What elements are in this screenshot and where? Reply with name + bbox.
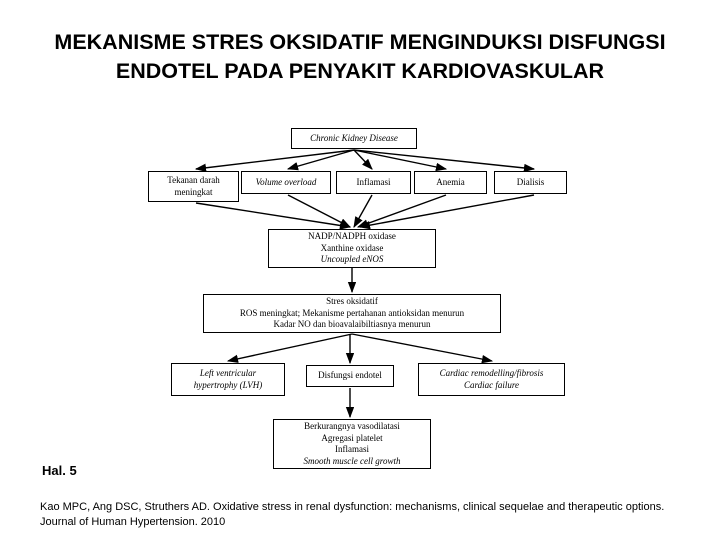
node-line: Anemia	[436, 176, 465, 187]
node-line: hypertrophy (LVH)	[193, 379, 263, 390]
node-line: NADP/NADPH oxidase	[308, 231, 396, 242]
node-dialisis[interactable]: Dialisis	[494, 171, 567, 194]
edge-stres-to-cardiac	[351, 333, 494, 364]
node-volume-overload[interactable]: Volume overload	[241, 171, 331, 194]
node-line: Smooth muscle cell growth	[303, 455, 401, 466]
edge-dialisis-to-oxidase	[358, 194, 535, 230]
node-line: Volume overload	[255, 176, 317, 187]
node-line: Inflamasi	[356, 176, 391, 187]
page-title: MEKANISME STRES OKSIDATIF MENGINDUKSI DI…	[54, 30, 666, 83]
node-line: Tekanan darah	[167, 175, 220, 185]
node-berkurangnya-vasodilatasi[interactable]: Berkurangnya vasodilatasi Agregasi plate…	[273, 419, 431, 469]
edge-stres-to-lvh	[226, 333, 353, 363]
node-line: Cardiac remodelling/fibrosis	[439, 368, 544, 378]
citation-reference: Kao MPC, Ang DSC, Struthers AD. Oxidativ…	[40, 501, 665, 528]
edge-tekanan-to-oxidase	[195, 202, 352, 230]
node-anemia[interactable]: Anemia	[414, 171, 487, 194]
node-left-ventricular-hypertrophy[interactable]: Left ventricular hypertrophy (LVH)	[171, 363, 285, 396]
node-line: Cardiac failure	[463, 379, 520, 390]
edge-ckd-to-anemia	[353, 149, 448, 172]
edge-ckd-to-dialisis	[353, 149, 536, 173]
node-line: Dialisis	[516, 176, 545, 187]
edge-volume-to-oxidase	[287, 194, 351, 228]
node-chronic-kidney-disease[interactable]: Chronic Kidney Disease	[291, 128, 417, 149]
node-cardiac-remodelling[interactable]: Cardiac remodelling/fibrosis Cardiac fai…	[418, 363, 565, 396]
edge-anemia-to-oxidase	[356, 194, 447, 228]
edge-ckd-to-inflamasi	[353, 149, 373, 170]
node-tekanan-darah-meningkat[interactable]: Tekanan darah meningkat	[148, 171, 239, 202]
node-nadph-oxidase[interactable]: NADP/NADPH oxidase Xanthine oxidase Unco…	[268, 229, 436, 268]
node-line: Berkurangnya vasodilatasi	[304, 421, 400, 431]
node-line: Chronic Kidney Disease	[310, 132, 398, 143]
node-line: ROS meningkat; Mekanisme pertahanan anti…	[239, 307, 465, 318]
node-line: Agregasi platelet	[321, 432, 383, 443]
node-line: Left ventricular	[199, 368, 257, 378]
node-stres-oksidatif[interactable]: Stres oksidatif ROS meningkat; Mekanisme…	[203, 294, 501, 333]
edge-inflamasi-to-oxidase	[353, 194, 373, 228]
node-line: Uncoupled eNOS	[320, 254, 384, 265]
node-inflamasi[interactable]: Inflamasi	[336, 171, 411, 194]
edge-ckd-to-volume	[286, 149, 355, 171]
page-marker: Hal. 5	[42, 463, 77, 478]
node-line: Xanthine oxidase	[320, 242, 384, 253]
node-line: meningkat	[174, 186, 213, 197]
node-line: Inflamasi	[335, 444, 369, 454]
node-line: Stres oksidatif	[326, 296, 378, 307]
node-line: Disfungsi endotel	[318, 370, 382, 381]
node-disfungsi-endotel[interactable]: Disfungsi endotel	[306, 365, 394, 387]
node-line: Kadar NO dan bioavalaibiltiasnya menurun	[273, 319, 431, 330]
edge-ckd-to-tekanan	[194, 149, 355, 172]
